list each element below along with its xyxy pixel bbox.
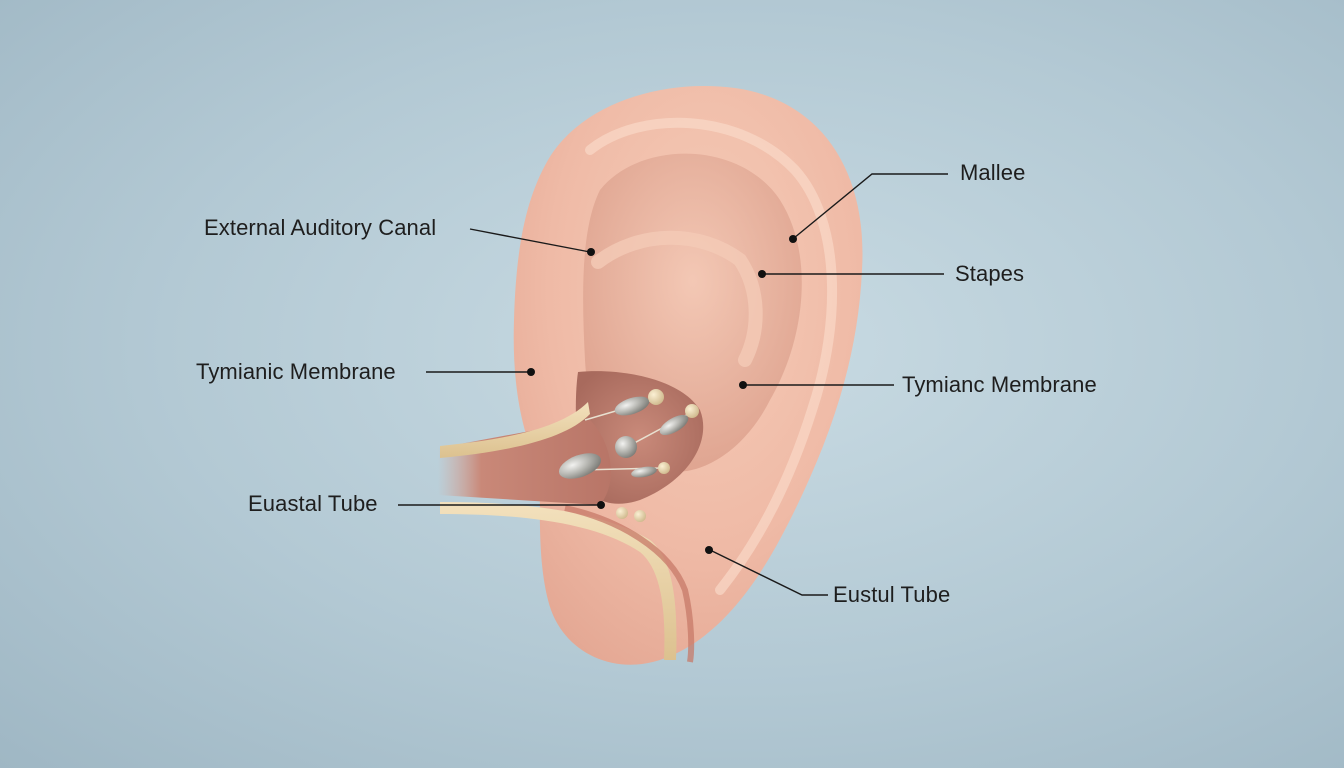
dot-external-auditory-canal: [587, 248, 595, 256]
label-mallee: Mallee: [960, 160, 1026, 185]
upper-bone-layer: [440, 402, 590, 458]
label-tymianc-membrane-right: Tymianc Membrane: [902, 372, 1097, 397]
dot-eustul-tube: [705, 546, 713, 554]
leader-mallee: [793, 173, 948, 239]
leader-external-auditory-canal: [469, 228, 591, 253]
anchor-dots: [527, 235, 797, 554]
dot-tymianic-membrane-left: [527, 368, 535, 376]
label-stapes: Stapes: [955, 261, 1025, 286]
label-euastal-tube: Euastal Tube: [248, 491, 378, 516]
dot-tymianc-membrane-right: [739, 381, 747, 389]
label-tymianic-membrane-left: Tymianic Membrane: [196, 359, 396, 384]
ossicle-chain: [558, 389, 699, 522]
antihelix: [591, 230, 763, 367]
helix-rim: [585, 117, 838, 595]
label-external-auditory-canal: External Auditory Canal: [204, 215, 437, 240]
dot-mallee: [789, 235, 797, 243]
leader-lines: [398, 173, 948, 596]
leader-eustul-tube: [709, 549, 828, 596]
label-eustul-tube: Eustul Tube: [833, 582, 951, 607]
dot-euastal-tube: [597, 501, 605, 509]
dot-stapes: [758, 270, 766, 278]
eustachian-tube-vessel: [564, 505, 695, 663]
